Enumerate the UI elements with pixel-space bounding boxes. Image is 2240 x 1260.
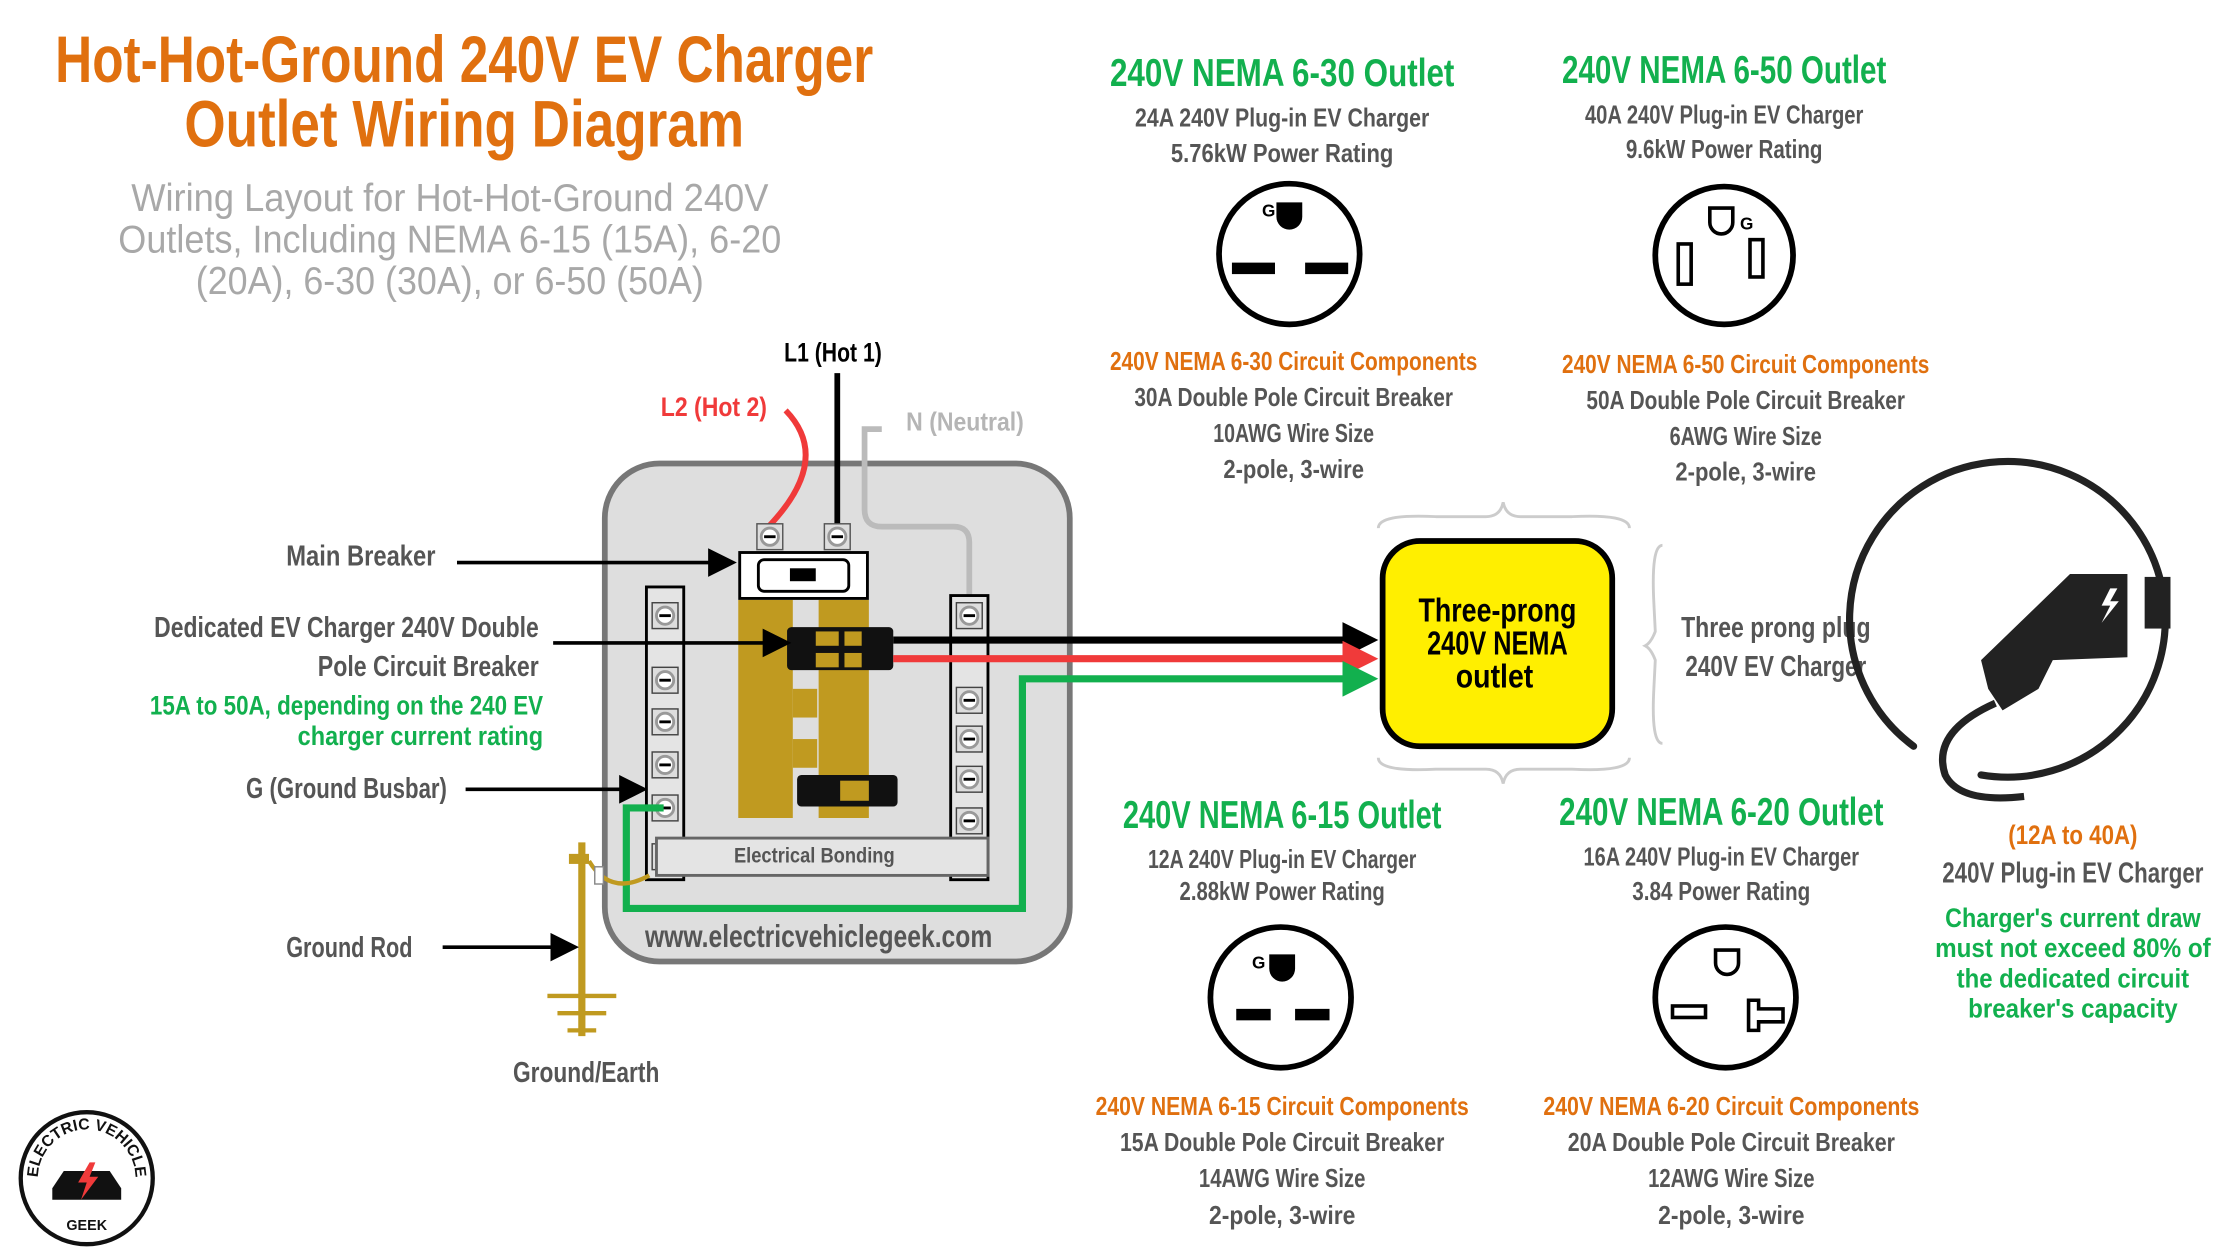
ground-busbar-label: G (Ground Busbar): [246, 773, 447, 805]
outlet-charger: 40A 240V Plug-in EV Charger: [1585, 101, 1863, 129]
nema-6-15-receptacle-icon: G: [1207, 924, 1354, 1071]
charger-note-3: the dedicated circuit: [1957, 962, 2189, 993]
l2-wire: [766, 408, 809, 529]
busbar-screw-icon: [651, 708, 679, 736]
neutral-label: N (Neutral): [906, 409, 1024, 437]
busbar-screw-icon: [651, 666, 679, 694]
charger-label: 240V Plug-in EV Charger: [1942, 858, 2203, 890]
ground-rod-label: Ground Rod: [286, 932, 412, 964]
plug-label-2: 240V EV Charger: [1685, 651, 1866, 683]
brace-right: [1642, 543, 1663, 745]
component-wire: 6AWG Wire Size: [1670, 423, 1822, 451]
ev-charger-plug-icon: [1846, 457, 2171, 802]
component-breaker: 20A Double Pole Circuit Breaker: [1568, 1129, 1895, 1157]
l1-label: L1 (Hot 1): [784, 337, 882, 368]
outlet-power: 3.84 Power Rating: [1632, 878, 1810, 906]
outlet-charger: 24A 240V Plug-in EV Charger: [1135, 104, 1429, 132]
l2-label: L2 (Hot 2): [661, 391, 767, 422]
bonding-label: Electrical Bonding: [734, 843, 895, 867]
nema-6-20-receptacle-icon: [1652, 924, 1799, 1071]
logo-bottom-text: GEEK: [66, 1218, 107, 1234]
nema-6-30-receptacle-icon: G: [1216, 180, 1363, 328]
bonding-bar: [655, 836, 990, 877]
charger-note-1: Charger's current draw: [1945, 902, 2201, 933]
outlet-title: 240V NEMA 6-30 Outlet: [1110, 52, 1454, 95]
component-poles: 2-pole, 3-wire: [1658, 1202, 1804, 1230]
component-breaker: 30A Double Pole Circuit Breaker: [1134, 384, 1453, 412]
title-line-2: Outlet Wiring Diagram: [184, 86, 744, 160]
outlet-box-line-2: 240V NEMA: [1427, 624, 1568, 661]
component-breaker: 15A Double Pole Circuit Breaker: [1120, 1129, 1444, 1157]
busbar-screw-icon: [955, 602, 983, 630]
outlet-power: 9.6kW Power Rating: [1626, 136, 1823, 164]
component-poles: 2-pole, 3-wire: [1675, 459, 1816, 487]
brace-bottom: [1376, 757, 1631, 784]
neutral-wire: [861, 426, 973, 596]
ground-rod: [547, 842, 651, 1037]
outlet-box-line-3: outlet: [1456, 657, 1533, 694]
outlet-power: 2.88kW Power Rating: [1180, 878, 1385, 906]
busbar-screw-icon: [955, 725, 983, 753]
ground-mark: G: [1740, 214, 1753, 234]
outlet-power: 5.76kW Power Rating: [1171, 140, 1393, 168]
ev-breaker-label-2: Pole Circuit Breaker: [318, 651, 539, 683]
main-breaker-label: Main Breaker: [286, 540, 435, 572]
outlet-charger: 12A 240V Plug-in EV Charger: [1148, 846, 1416, 874]
ground-mark: G: [1262, 201, 1275, 221]
plug-label-1: Three prong plug: [1681, 612, 1870, 644]
website-label: www.electricvehiclegeek.com: [644, 918, 992, 954]
outlet-title: 240V NEMA 6-15 Outlet: [1123, 794, 1442, 837]
component-wire: 12AWG Wire Size: [1648, 1165, 1814, 1193]
busbar-screw-icon: [651, 602, 679, 630]
components-title: 240V NEMA 6-50 Circuit Components: [1562, 351, 1929, 379]
component-breaker: 50A Double Pole Circuit Breaker: [1586, 387, 1905, 415]
outlet-6-15: 240V NEMA 6-15 Outlet 12A 240V Plug-in E…: [1096, 794, 1469, 1230]
ground-earth-label: Ground/Earth: [513, 1057, 659, 1089]
outlet-title: 240V NEMA 6-20 Outlet: [1559, 791, 1883, 834]
outlet-box-line-1: Three-prong: [1418, 591, 1576, 628]
ground-output-wire: [622, 660, 1379, 912]
outlet-6-30: 240V NEMA 6-30 Outlet 24A 240V Plug-in E…: [1110, 52, 1477, 484]
charger-note-2: must not exceed 80% of: [1935, 932, 2211, 963]
subtitle-line-3: (20A), 6-30 (30A), or 6-50 (50A): [196, 260, 704, 303]
ground-mark: G: [1252, 953, 1265, 973]
components-title: 240V NEMA 6-20 Circuit Components: [1543, 1093, 1919, 1121]
busbar-screw-icon: [651, 751, 679, 779]
three-prong-outlet-box: Three-prong 240V NEMA outlet: [1379, 538, 1616, 750]
ev-double-pole-breaker: [787, 627, 894, 671]
charger-range: (12A to 40A): [2008, 819, 2137, 850]
brace-top: [1376, 501, 1631, 529]
busbar-screw-icon: [955, 807, 983, 835]
electric-vehicle-geek-logo: ELECTRIC VEHICLE GEEK: [18, 1110, 155, 1247]
subtitle-line-2: Outlets, Including NEMA 6-15 (15A), 6-20: [118, 219, 781, 262]
title-line-1: Hot-Hot-Ground 240V EV Charger: [55, 22, 873, 96]
component-poles: 2-pole, 3-wire: [1209, 1202, 1355, 1230]
busbar-screw-icon: [955, 686, 983, 714]
charger-note-4: breaker's capacity: [1968, 992, 2178, 1023]
outlet-charger: 16A 240V Plug-in EV Charger: [1584, 843, 1860, 871]
components-title: 240V NEMA 6-30 Circuit Components: [1110, 348, 1477, 376]
busbar-screw-icon: [955, 765, 983, 793]
component-poles: 2-pole, 3-wire: [1223, 456, 1364, 484]
outlet-title: 240V NEMA 6-50 Outlet: [1562, 49, 1886, 92]
component-wire: 10AWG Wire Size: [1213, 420, 1374, 448]
component-wire: 14AWG Wire Size: [1199, 1165, 1365, 1193]
subtitle-line-1: Wiring Layout for Hot-Hot-Ground 240V: [131, 177, 768, 220]
ev-breaker-note-2: charger current rating: [298, 720, 543, 751]
ev-breaker-label-1: Dedicated EV Charger 240V Double: [154, 612, 539, 644]
outlet-6-20: 240V NEMA 6-20 Outlet 16A 240V Plug-in E…: [1543, 791, 1919, 1230]
nema-6-50-receptacle-icon: G: [1652, 183, 1796, 328]
main-breaker: [738, 523, 869, 600]
outlet-6-50: 240V NEMA 6-50 Outlet 40A 240V Plug-in E…: [1562, 49, 1929, 487]
ev-breaker-note-1: 15A to 50A, depending on the 240 EV: [150, 690, 543, 721]
electrical-panel: Electrical Bonding www.electricvehiclege…: [601, 373, 1073, 965]
spare-breaker: [797, 774, 898, 807]
components-title: 240V NEMA 6-15 Circuit Components: [1096, 1093, 1469, 1121]
